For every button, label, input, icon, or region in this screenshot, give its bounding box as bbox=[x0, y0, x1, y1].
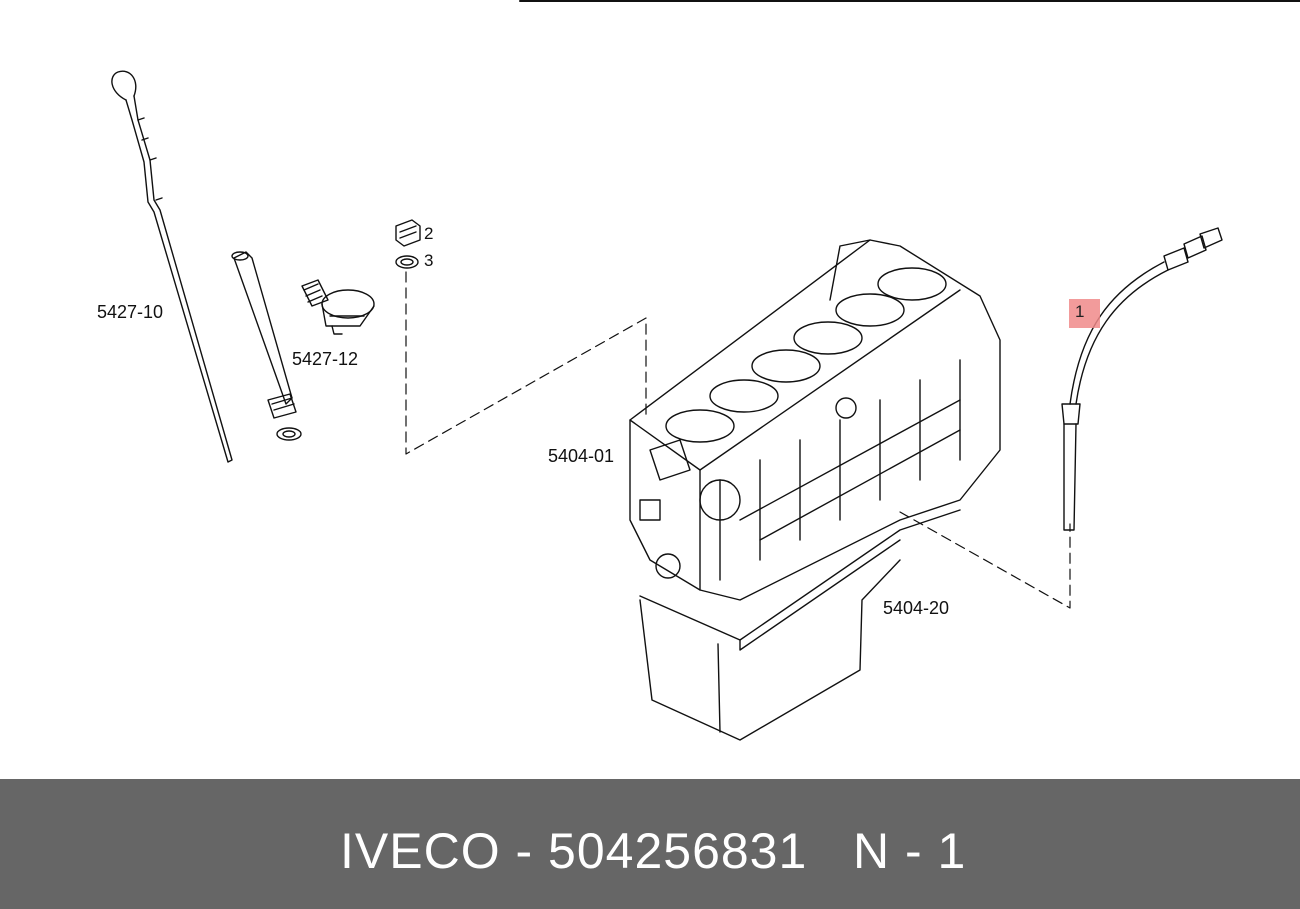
callout-label-sensor: 1 bbox=[1075, 302, 1085, 321]
parts-diagram bbox=[111, 0, 1300, 741]
callout-highlight bbox=[1069, 299, 1100, 328]
label-plug: 2 bbox=[424, 224, 434, 243]
plug-washer-drawing bbox=[395, 219, 421, 269]
guide-tube-drawing bbox=[231, 251, 302, 441]
oil-pan-drawing bbox=[639, 509, 961, 741]
oil-level-sensor-drawing bbox=[1061, 227, 1223, 531]
footer-brand-part-number: IVECO - 504256831 bbox=[340, 823, 808, 879]
footer-quantity: N - 1 bbox=[853, 823, 967, 879]
label-oil-pan: 5404-20 bbox=[883, 598, 950, 618]
dipstick-drawing bbox=[111, 70, 233, 463]
engine-block-drawing bbox=[629, 239, 1001, 601]
dashed-leader-lines bbox=[405, 271, 1071, 609]
label-engine-block: 5404-01 bbox=[548, 446, 615, 466]
label-washer: 3 bbox=[424, 251, 434, 270]
label-dipstick: 5427-10 bbox=[97, 302, 164, 322]
label-clip: 5427-12 bbox=[292, 349, 359, 369]
clip-drawing bbox=[301, 279, 375, 335]
footer-bar bbox=[0, 779, 1300, 909]
